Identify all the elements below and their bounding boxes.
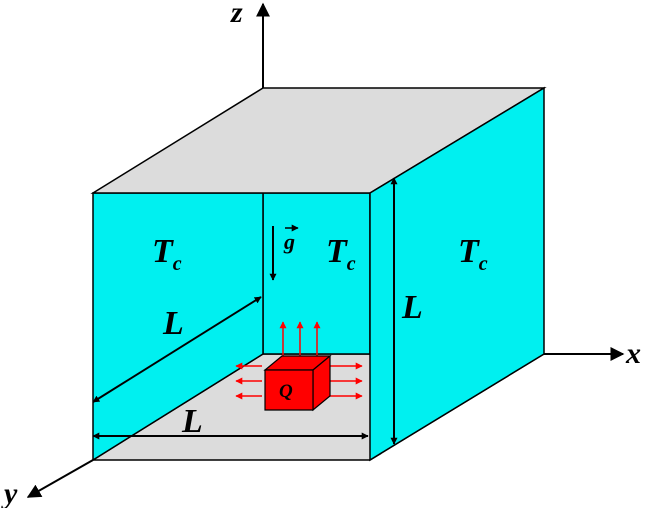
y-axis-label: y bbox=[1, 477, 18, 508]
dimensions: L L L bbox=[92, 177, 423, 445]
left-wall-temperature-label: Tc bbox=[152, 233, 182, 275]
right-wall-temperature-label: Tc bbox=[458, 233, 488, 275]
depth-dimension-arrow bbox=[92, 296, 262, 403]
heat-source: Q bbox=[235, 321, 363, 412]
x-axis-label: x bbox=[625, 337, 641, 370]
gravity-indicator: g bbox=[269, 224, 299, 281]
right-wall-face bbox=[369, 86, 545, 462]
gravity-label: g bbox=[283, 229, 295, 254]
y-axis-line bbox=[26, 459, 94, 498]
depth-dimension-label: L bbox=[162, 305, 184, 342]
width-dimension-label: L bbox=[181, 403, 203, 440]
source-label: Q bbox=[279, 381, 293, 402]
wall-labels: Tc Tc Tc bbox=[152, 233, 488, 275]
back-wall-temperature-label: Tc bbox=[326, 233, 356, 275]
source-block-front bbox=[264, 369, 314, 411]
z-axis-label: z bbox=[230, 0, 243, 29]
height-dimension-label: L bbox=[401, 289, 423, 326]
